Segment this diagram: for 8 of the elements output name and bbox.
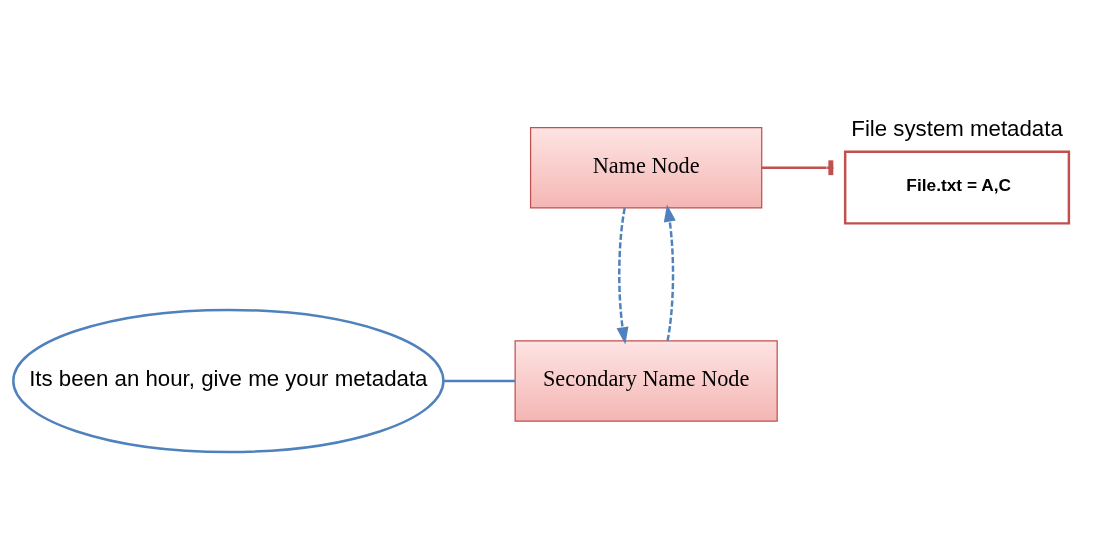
arrow: [663, 204, 676, 341]
connector: [443, 379, 516, 383]
node-box: Name Node: [529, 126, 763, 209]
arrow: [616, 207, 629, 345]
node-box: File.txt = A,C: [843, 150, 1071, 225]
node-box: Secondary Name Node: [514, 340, 778, 422]
node-label: File system metadata: [851, 116, 1063, 142]
node-ellipse: Its been an hour, give me your metadata: [12, 308, 445, 454]
